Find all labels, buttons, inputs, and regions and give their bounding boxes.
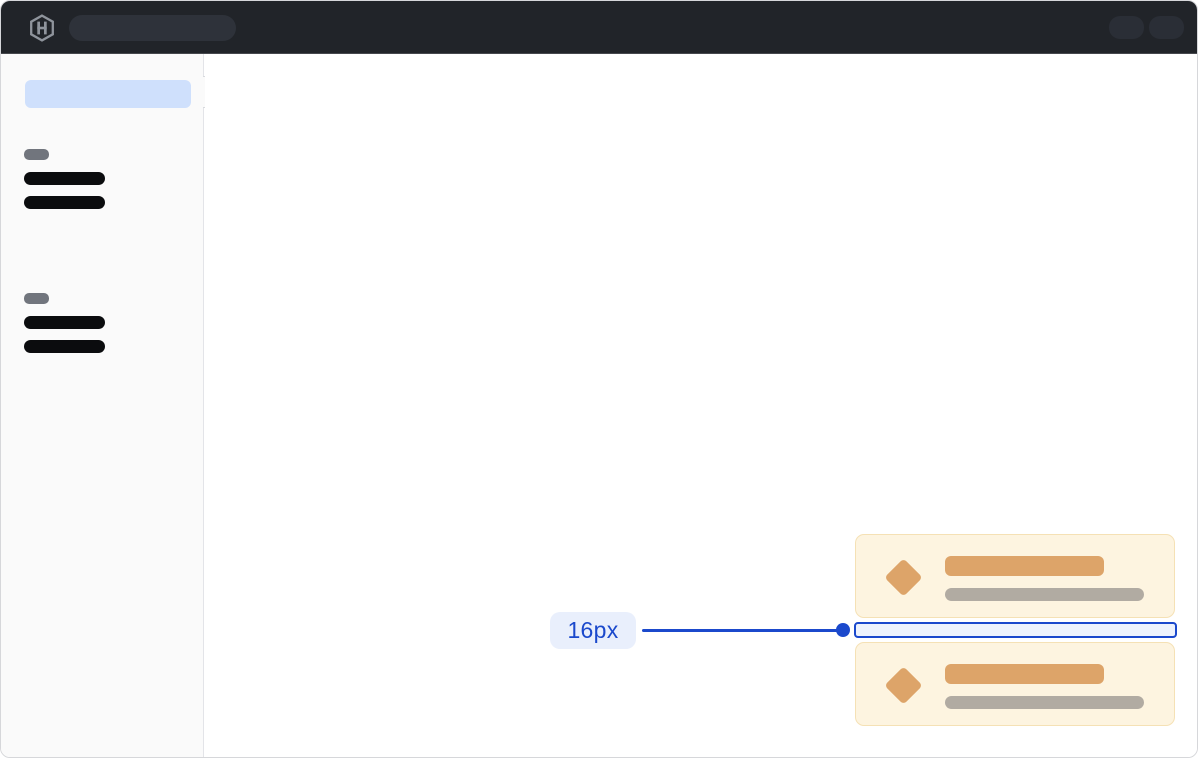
main-content [205, 54, 1197, 757]
spacing-gap-highlight [854, 622, 1177, 638]
list-item-card-2 [855, 642, 1175, 726]
diamond-icon [884, 666, 923, 705]
nav-item-skeleton[interactable] [24, 316, 105, 329]
section-label-skeleton [24, 293, 49, 304]
measure-connector-line [642, 629, 839, 632]
global-search-skeleton[interactable] [69, 15, 236, 41]
list-item-card-1 [855, 534, 1175, 618]
sidebar-nav-group-2 [24, 293, 105, 364]
section-label-skeleton [24, 149, 49, 160]
sidebar [1, 54, 219, 757]
spacing-measure-label: 16px [550, 612, 636, 649]
nav-item-skeleton[interactable] [24, 340, 105, 353]
topbar [1, 1, 1197, 54]
topbar-actions [1109, 16, 1184, 39]
measure-connector-dot [836, 623, 850, 637]
sidebar-nav-group-1 [24, 149, 105, 220]
card-title-skeleton [945, 664, 1104, 684]
nav-item-skeleton[interactable] [24, 196, 105, 209]
diamond-icon [884, 558, 923, 597]
nav-item-skeleton[interactable] [24, 172, 105, 185]
sidebar-selected-item-skeleton[interactable] [25, 80, 191, 108]
hashicorp-logo-icon[interactable] [29, 14, 55, 42]
topbar-action-skeleton-2[interactable] [1149, 16, 1184, 39]
card-subtitle-skeleton [945, 588, 1144, 601]
topbar-action-skeleton-1[interactable] [1109, 16, 1144, 39]
card-title-skeleton [945, 556, 1104, 576]
card-subtitle-skeleton [945, 696, 1144, 709]
